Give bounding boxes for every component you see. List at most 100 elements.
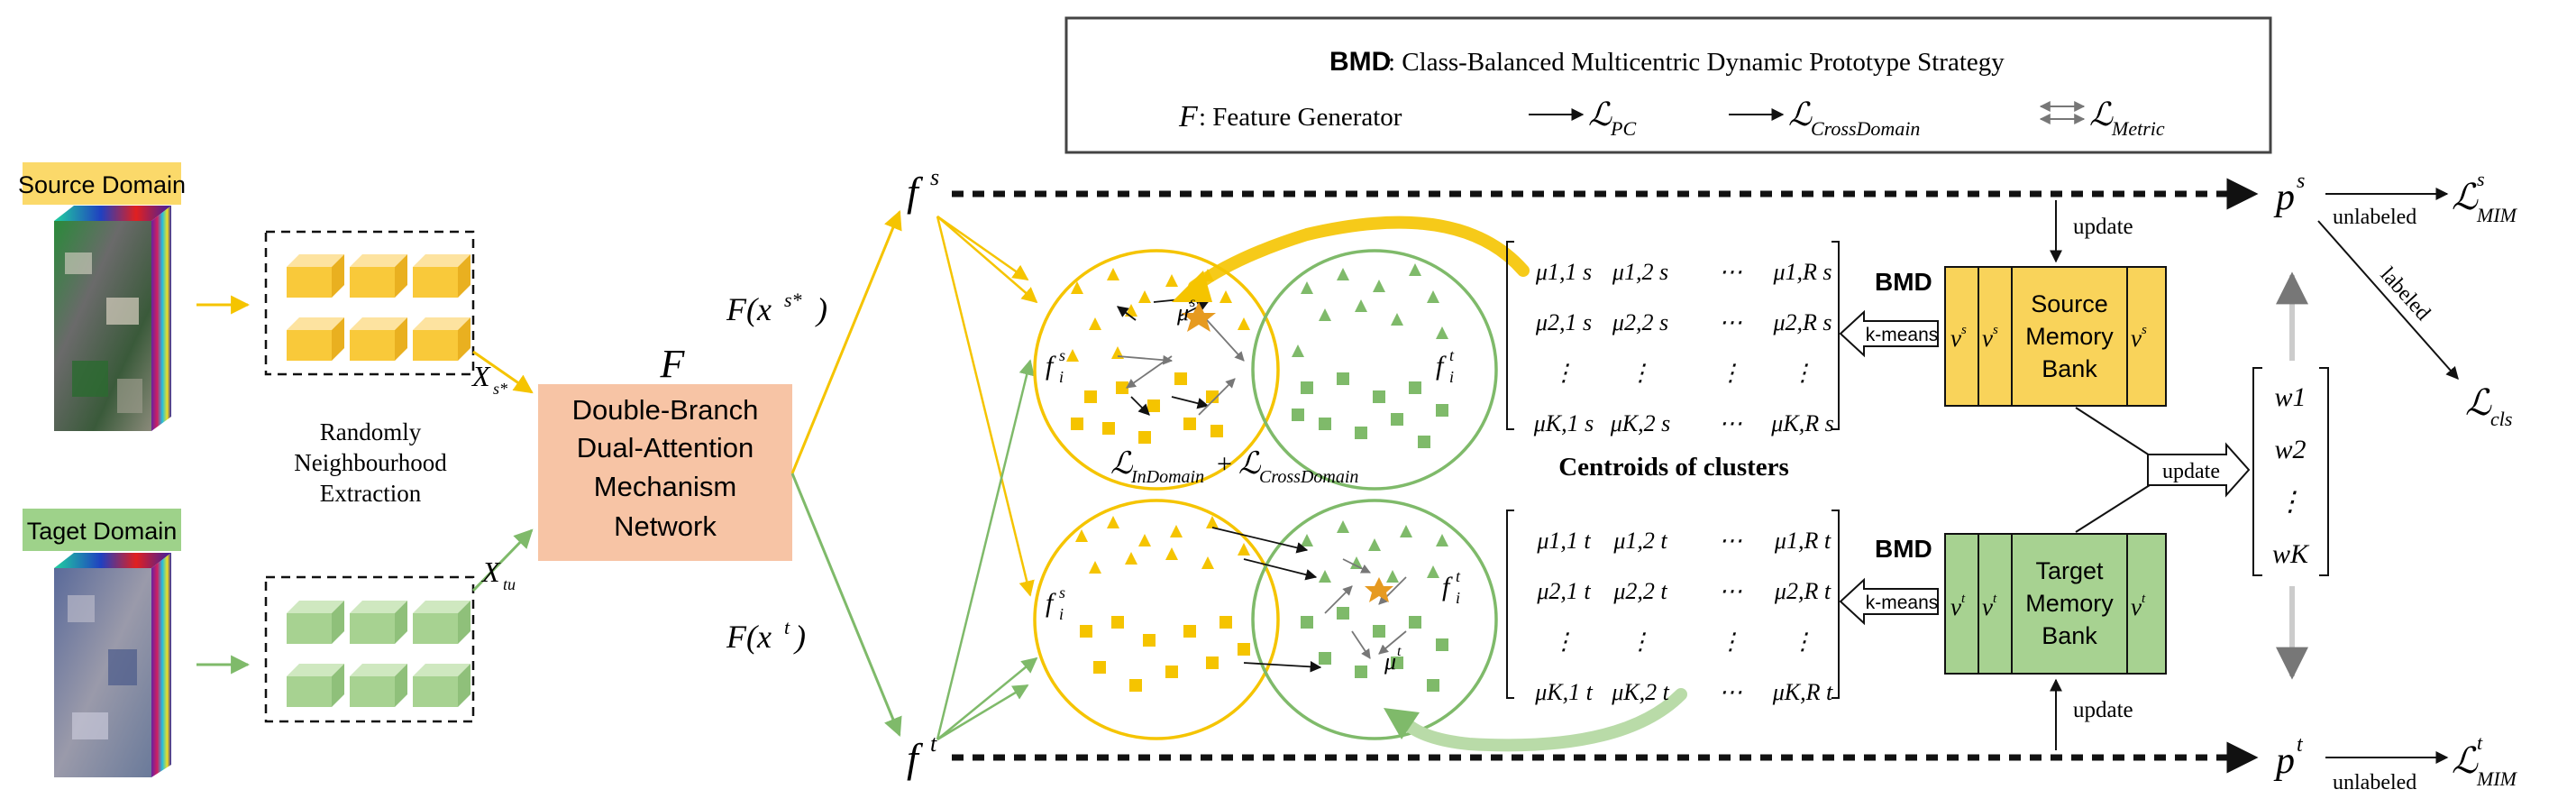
source-patch-cube	[287, 254, 344, 298]
square-sample-mark	[1219, 616, 1232, 629]
weight-vector-item: w2	[2274, 435, 2306, 464]
bottom-mu-sup: t	[1397, 644, 1402, 659]
top-left-fi-sub: i	[1059, 368, 1064, 386]
svg-text:Double-Branch: Double-Branch	[572, 394, 759, 426]
triangle-sample-mark	[1238, 317, 1250, 330]
legend-metric-loss-sub: Metric	[2111, 117, 2165, 140]
source-hsi-cube	[54, 206, 171, 431]
legend-metric-loss: ℒ	[2089, 96, 2114, 133]
triangle-sample-mark	[1125, 304, 1137, 317]
legend-feature-generator-symbol: F	[1178, 100, 1199, 133]
square-sample-mark	[1080, 625, 1092, 638]
ft-fan-arrows	[936, 359, 1038, 741]
bottom-target-cluster-circle	[1251, 499, 1498, 740]
sample-arrow	[1243, 661, 1322, 673]
source-bank-vn: v	[2131, 325, 2142, 352]
triangle-sample-mark	[1201, 556, 1214, 569]
bottom-prototype-star	[1365, 577, 1393, 602]
mim-s-loss: ℒ	[2452, 177, 2479, 217]
square-sample-mark	[1165, 666, 1178, 678]
loss-plus: +	[1217, 449, 1232, 479]
target-bank-v2: v	[1982, 593, 1993, 620]
square-sample-mark	[1373, 390, 1385, 403]
target-patch-cube	[413, 664, 470, 707]
source-bank-line1: Source	[2031, 290, 2108, 317]
top-target-cluster-circle	[1251, 249, 1498, 491]
bottom-feedback-curve	[1400, 688, 1687, 752]
source-patches-box	[264, 230, 475, 376]
square-sample-mark	[1436, 404, 1448, 417]
top-feedback-arrowhead	[1172, 271, 1212, 302]
legend-pc-loss-sub: PC	[1610, 117, 1636, 140]
cls-sub: cls	[2490, 408, 2512, 430]
bmd-bottom-label: BMD	[1875, 535, 1932, 563]
square-sample-mark	[1409, 616, 1421, 629]
triangle-sample-mark	[1350, 556, 1363, 569]
triangle-sample-mark	[1386, 570, 1399, 583]
triangle-sample-mark	[1107, 268, 1119, 280]
centroid-matrix-cell: μ1,2 s	[1612, 259, 1668, 285]
top-left-fi-label: f	[1046, 351, 1056, 381]
square-sample-mark	[1391, 413, 1403, 426]
xt-label: X	[480, 556, 501, 588]
square-sample-mark	[1206, 656, 1219, 669]
target-patch-cube	[350, 601, 407, 644]
update-top-label: update	[2073, 215, 2133, 239]
centroid-matrix-cell: μK,2 s	[1610, 410, 1671, 436]
triangle-sample-mark	[1170, 525, 1183, 537]
centroid-matrix-cell: μ2,1 s	[1535, 309, 1592, 335]
sample-arrow	[1378, 576, 1407, 605]
source-patch-cube	[350, 254, 407, 298]
centroid-matrix-cell: μ1,1 t	[1536, 528, 1591, 554]
ft-sup: t	[930, 730, 937, 757]
sample-arrow	[1351, 630, 1371, 659]
sample-arrow	[1243, 558, 1318, 581]
triangle-sample-mark	[1138, 290, 1151, 303]
source-bank-line3: Bank	[2042, 355, 2097, 382]
bottom-left-fi-sup: s	[1059, 583, 1065, 601]
fxt-sup: t	[784, 616, 790, 638]
square-sample-mark	[1373, 625, 1385, 638]
legend-bmd-key: BMD	[1329, 47, 1391, 77]
triangle-sample-mark	[1391, 313, 1403, 326]
source-patch-cube	[413, 254, 470, 298]
source-patch-cube	[350, 317, 407, 361]
source-memory-bank: v s v s v s Source Memory Bank	[1944, 266, 2167, 407]
square-sample-mark	[1174, 372, 1187, 385]
target-patch-cube	[413, 601, 470, 644]
centroid-matrix-cell: μK,1 t	[1534, 679, 1593, 705]
ps-label: p	[2273, 177, 2295, 218]
top-mu-sup: s	[1190, 295, 1195, 310]
centroids-title: Centroids of clusters	[1558, 453, 1789, 482]
xs-sub: s*	[493, 380, 507, 398]
centroid-matrix-cell: μ2,2 s	[1612, 309, 1668, 335]
centroid-matrix-cell: ⋮	[1791, 360, 1814, 386]
triangle-sample-mark	[1075, 529, 1088, 542]
square-sample-mark	[1391, 656, 1403, 669]
weight-vector-item: ⋮	[2277, 487, 2304, 517]
source-bank-v1-sup: s	[1961, 323, 1967, 337]
sample-arrow	[1324, 585, 1353, 614]
fxs-label: F(x	[726, 291, 772, 327]
legend-bmd-desc: : Class-Balanced Multicentric Dynamic Pr…	[1388, 48, 2005, 77]
mim-s-sup: s	[2477, 168, 2485, 190]
centroid-matrix-cell: μ2,R s	[1772, 309, 1832, 335]
triangle-sample-mark	[1206, 516, 1219, 528]
triangle-sample-mark	[1301, 281, 1313, 294]
fxt-close: )	[793, 619, 806, 655]
fxt-label: F(x	[726, 619, 772, 655]
bottom-mu-label: μ	[1384, 648, 1396, 675]
triangle-sample-mark	[1319, 308, 1331, 321]
svg-text:Mechanism: Mechanism	[594, 471, 737, 502]
triangle-sample-mark	[1409, 263, 1421, 276]
square-sample-mark	[1183, 418, 1196, 430]
legend-box: BMD : Class-Balanced Multicentric Dynami…	[1064, 16, 2272, 154]
target-hsi-cube	[54, 553, 171, 777]
square-sample-mark	[1138, 431, 1151, 444]
centroid-matrix-cell: μ2,R t	[1774, 578, 1832, 604]
triangle-sample-mark	[1427, 565, 1439, 578]
cluster-marks	[1066, 263, 1448, 692]
target-bank-v1: v	[1950, 593, 1961, 620]
